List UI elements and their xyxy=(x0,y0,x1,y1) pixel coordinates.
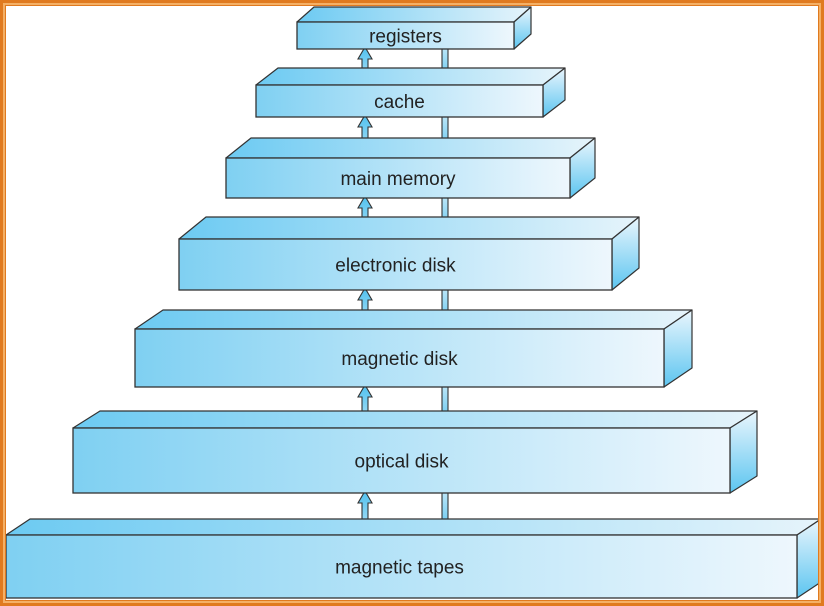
box-front-face xyxy=(225,157,571,199)
box-top-face xyxy=(296,6,532,23)
box-front-face xyxy=(178,238,613,291)
box-top-face xyxy=(5,518,822,536)
level-label: cache xyxy=(374,92,425,113)
level-label: magnetic disk xyxy=(341,349,458,370)
level-box: main memory xyxy=(225,137,596,199)
level-box: magnetic disk xyxy=(134,309,693,388)
box-front-face xyxy=(134,328,665,388)
box-front-face xyxy=(255,84,544,118)
level-label: magnetic tapes xyxy=(335,558,464,579)
level-label: main memory xyxy=(340,169,456,190)
box-front-face xyxy=(5,534,798,599)
boxes-layer: registers cache main memory electronic disk… xyxy=(5,6,822,599)
box-top-face xyxy=(72,410,758,429)
level-label: electronic disk xyxy=(335,256,456,277)
level-box: magnetic tapes xyxy=(5,518,822,599)
box-top-face xyxy=(134,309,693,330)
box-front-face xyxy=(72,427,731,494)
box-top-face xyxy=(225,137,596,159)
box-front-face xyxy=(296,21,515,50)
level-box: electronic disk xyxy=(178,216,640,291)
level-label: registers xyxy=(369,27,442,48)
level-box: registers xyxy=(296,6,532,50)
level-label: optical disk xyxy=(355,452,449,473)
box-top-face xyxy=(178,216,640,240)
level-box: cache xyxy=(255,67,566,118)
level-box: optical disk xyxy=(72,410,758,494)
box-top-face xyxy=(255,67,566,86)
